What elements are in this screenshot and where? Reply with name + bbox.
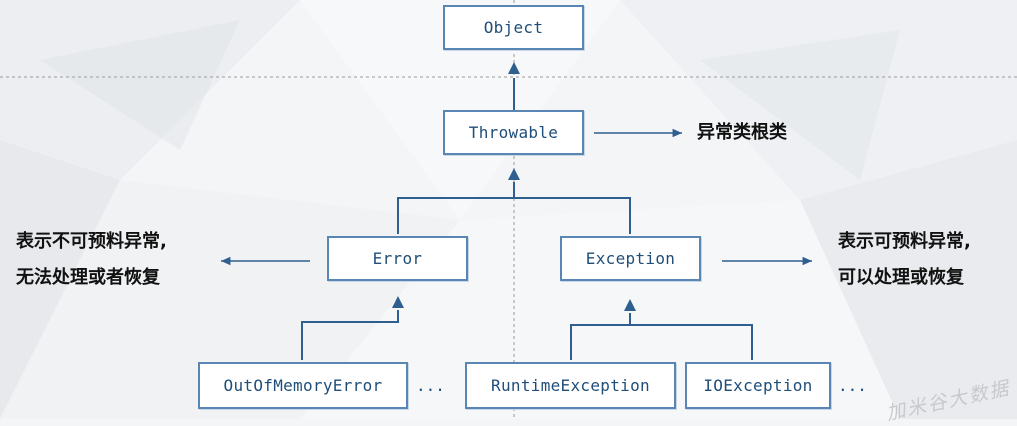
throwable-note: 异常类根类 xyxy=(697,115,787,151)
error-subclasses-ellipsis: ... xyxy=(416,376,445,395)
exception-node: Exception xyxy=(560,236,701,281)
runtime-exception-node: RuntimeException xyxy=(465,362,676,409)
throwable-note-text: 异常类根类 xyxy=(697,122,787,143)
error-note-line1: 表示不可预料异常, xyxy=(16,231,167,252)
exception-note: 表示可预料异常, 可以处理或恢复 xyxy=(838,224,971,296)
exception-note-line1: 表示可预料异常, xyxy=(838,231,971,252)
io-exception-label: IOException xyxy=(703,376,813,395)
object-node: Object xyxy=(443,5,584,50)
io-exception-node: IOException xyxy=(685,362,831,409)
exception-label: Exception xyxy=(585,249,676,268)
inheritance-arrow-exception xyxy=(624,299,636,311)
out-of-memory-error-node: OutOfMemoryError xyxy=(198,362,408,409)
runtime-exception-label: RuntimeException xyxy=(491,376,650,395)
error-label: Error xyxy=(372,249,423,268)
inheritance-arrow-throwable xyxy=(508,168,520,180)
out-of-memory-error-label: OutOfMemoryError xyxy=(223,376,383,395)
inheritance-arrow-error xyxy=(392,296,404,308)
inheritance-arrow-object xyxy=(508,62,520,74)
object-label: Object xyxy=(483,18,544,37)
error-note-line2: 无法处理或者恢复 xyxy=(16,267,160,288)
exception-note-line2: 可以处理或恢复 xyxy=(838,267,964,288)
throwable-label: Throwable xyxy=(468,123,559,142)
throwable-node: Throwable xyxy=(443,110,584,155)
error-node: Error xyxy=(327,236,468,281)
exception-subclasses-ellipsis: ... xyxy=(838,376,867,395)
error-note: 表示不可预料异常, 无法处理或者恢复 xyxy=(16,224,167,296)
